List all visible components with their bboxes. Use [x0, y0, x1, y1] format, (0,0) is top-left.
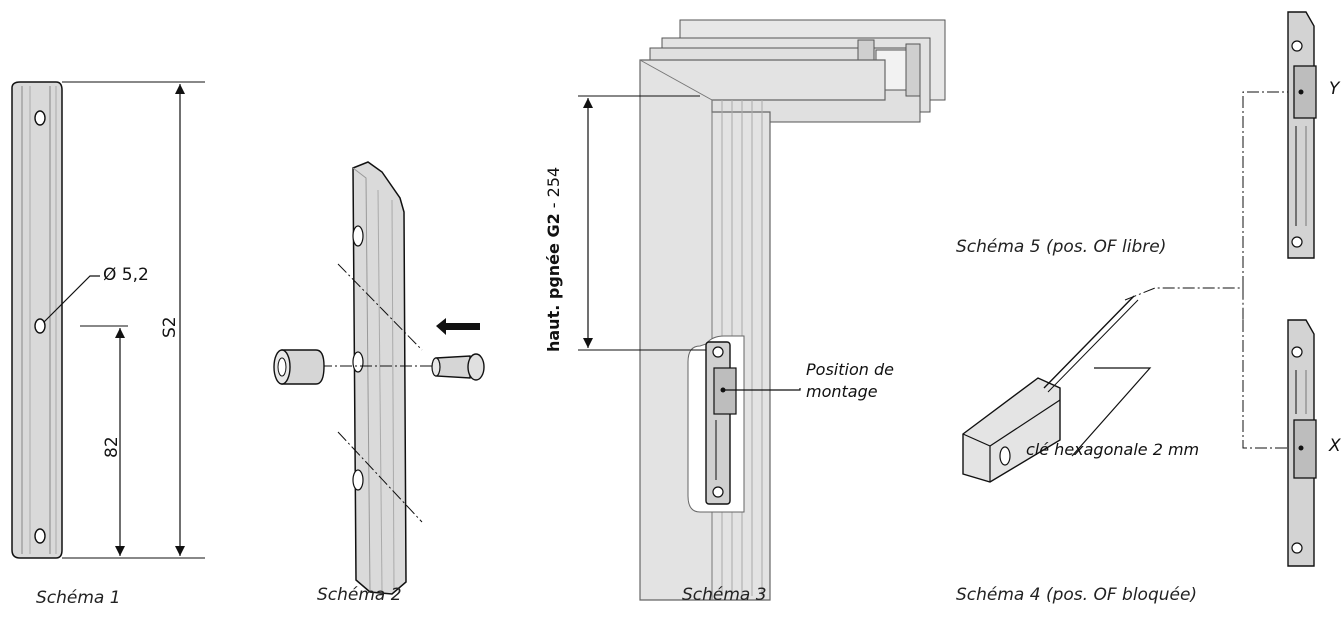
- schema4-keep: [1287, 319, 1317, 567]
- caption-schema-2: Schéma 2: [317, 585, 402, 605]
- label-hex-key: clé hexagonale 2 mm: [1026, 440, 1200, 459]
- label-mounting-position-1: Position de: [806, 360, 894, 379]
- label-marker-y: Y: [1329, 79, 1340, 99]
- label-hole-diameter: Ø 5,2: [103, 265, 149, 285]
- caption-schema-3: Schéma 3: [682, 585, 767, 605]
- schema45-drawing: [962, 11, 1317, 567]
- hex-key: [962, 295, 1139, 483]
- caption-schema-5: Schéma 5 (pos. OF libre): [956, 237, 1167, 257]
- schema2-rivet: [431, 353, 485, 381]
- label-handle-height-bold: haut. pgnée G2: [544, 213, 563, 352]
- label-dimension-s2: S2: [160, 316, 180, 338]
- schema3-keep: [705, 341, 737, 505]
- schema5-keep: [1287, 11, 1317, 259]
- schema1-hole-bottom: [34, 528, 46, 544]
- label-handle-height-value: - 254: [544, 166, 563, 214]
- schema2-drawing: [273, 161, 485, 595]
- schema1-drawing: [11, 81, 205, 559]
- schema1-hole-top: [34, 110, 46, 126]
- label-marker-x: X: [1329, 436, 1341, 456]
- caption-schema-4: Schéma 4 (pos. OF bloquée): [956, 585, 1198, 605]
- label-handle-height: haut. pgnée G2 - 254: [544, 167, 563, 352]
- label-mounting-position-2: montage: [806, 382, 878, 401]
- schema2-insert-arrow: [436, 318, 480, 335]
- schema2-bushing: [273, 349, 325, 385]
- schema3-drawing: [578, 19, 946, 601]
- caption-schema-1: Schéma 1: [36, 588, 121, 608]
- schema1-hole-middle: [34, 318, 46, 334]
- label-dimension-82: 82: [102, 436, 122, 458]
